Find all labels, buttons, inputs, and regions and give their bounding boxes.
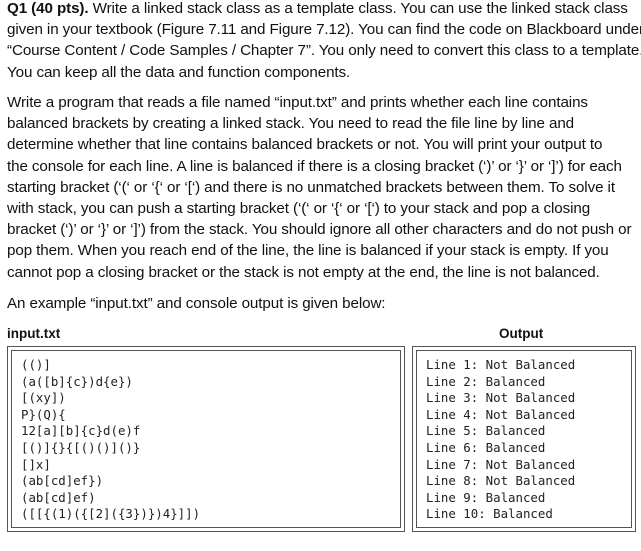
input-file-title: input.txt [7,326,61,341]
input-line: ([[{(1)({[2]({3})})4}]]) [21,506,201,522]
input-line: [()]{}{[()()]()} [21,439,141,455]
question-paragraph-1: Q1 (40 pts). Write a linked stack class … [7,0,641,83]
question-paragraph-2: Write a program that reads a file named … [7,92,635,283]
para2-line: cannot pop a closing bracket or the stac… [7,263,600,281]
output-line: Line 2: Balanced [426,373,546,389]
console-output-box: Line 1: Not Balanced Line 2: Balanced Li… [412,346,636,532]
output-title: Output [499,326,544,341]
input-line: 12[a][b]{c}d(e)f [21,423,141,439]
para2-line: Write a program that reads a file named … [7,94,588,111]
input-line: (ab[cd]ef) [21,489,96,505]
example-intro: An example “input.txt” and console outpu… [7,295,386,312]
output-line: Line 5: Balanced [426,423,546,439]
para2-line: with stack, you can push a starting brac… [7,200,591,218]
para1-line: given in your textbook (Figure 7.11 and … [7,21,641,39]
input-line: (ab[cd]ef}) [21,473,104,489]
console-output-inner-frame: Line 1: Not Balanced Line 2: Balanced Li… [416,350,632,528]
para2-line: balanced brackets by creating a linked s… [7,115,575,133]
output-line: Line 8: Not Balanced [426,473,576,489]
input-line: [(xy]) [21,390,66,406]
para2-line: pop them. When you reach end of the line… [7,242,609,260]
output-line: Line 7: Not Balanced [426,456,576,472]
question-title: Q1 (40 pts). [7,0,89,17]
output-lines-list: Line 1: Not Balanced Line 2: Balanced Li… [426,357,575,523]
input-lines-list: (()] (a([b]{c})d{e}) [(xy]) P}(Q){ 12[a]… [21,357,200,523]
output-line: Line 4: Not Balanced [426,406,576,422]
input-line: (a([b]{c})d{e}) [21,373,133,389]
output-line: Line 6: Balanced [426,439,546,455]
output-line: Line 1: Not Balanced [426,357,576,372]
input-file-box: (()] (a([b]{c})d{e}) [(xy]) P}(Q){ 12[a]… [7,346,405,532]
para1-line: Q1 (40 pts). Write a linked stack class … [7,0,628,17]
input-line: P}(Q){ [21,406,66,422]
para2-line: bracket (‘)’ or ‘}’ or ‘]’) from the sta… [7,221,632,239]
para1-line: You can keep all the data and function c… [7,63,351,81]
input-line: []x] [21,456,51,472]
para1-line: “Course Content / Code Samples / Chapter… [7,42,641,60]
para2-line: the console for each line. A line is bal… [7,157,622,175]
input-line: (()] [21,357,51,372]
para2-line: determine whether that line contains bal… [7,136,603,154]
output-line: Line 10: Balanced [426,506,553,522]
para2-line: starting bracket (‘(‘ or ‘{‘ or ‘[‘) and… [7,178,615,196]
input-file-inner-frame: (()] (a([b]{c})d{e}) [(xy]) P}(Q){ 12[a]… [11,350,401,528]
output-line: Line 3: Not Balanced [426,390,576,406]
output-line: Line 9: Balanced [426,489,546,505]
